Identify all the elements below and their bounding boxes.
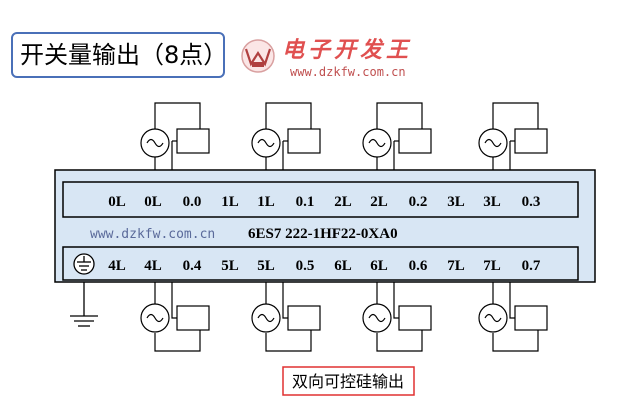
bottom-terminal-label: 5L <box>221 258 239 274</box>
bottom-terminal-label: 0.7 <box>522 258 541 274</box>
bottom-terminal-labels: 4L 4L 0.4 5L 5L 0.5 6L 6L 0.6 7L 7L 0.7 <box>108 258 541 274</box>
top-terminal-label: 0L <box>108 194 126 210</box>
load-coil-icon <box>514 305 548 331</box>
load-coil-icon <box>176 128 210 154</box>
bottom-circuit-3 <box>362 282 432 352</box>
module-watermark: www.dzkfw.com.cn <box>90 227 215 242</box>
bottom-terminal-label: 7L <box>483 258 501 274</box>
top-terminal-label: 2L <box>370 194 388 210</box>
top-circuit-1 <box>140 102 210 170</box>
top-terminal-label: 0.1 <box>296 194 315 210</box>
caption-text: 双向可控硅输出 <box>292 372 404 391</box>
top-circuit-2 <box>251 102 321 170</box>
load-coil-icon <box>514 128 548 154</box>
caption-box: 双向可控硅输出 <box>282 366 415 396</box>
load-coil-icon <box>398 305 432 331</box>
top-terminal-labels: 0L 0L 0.0 1L 1L 0.1 2L 2L 0.2 3L 3L 0.3 <box>108 194 540 210</box>
plc-module: 0L 0L 0.0 1L 1L 0.1 2L 2L 0.2 3L 3L 0.3 4L 4L 0.4 5L 5L… <box>54 169 596 283</box>
top-terminal-strip <box>62 181 579 218</box>
top-circuit-3 <box>362 102 432 170</box>
title-frame <box>11 32 225 78</box>
caption-frame <box>282 366 415 396</box>
bottom-circuit-2 <box>251 282 321 352</box>
bottom-terminal-label: 7L <box>447 258 465 274</box>
load-coil-icon <box>287 128 321 154</box>
top-terminal-label: 3L <box>447 194 465 210</box>
module-model-number: 6ES7 222-1HF22-0XA0 <box>248 226 398 242</box>
bottom-circuits <box>140 282 548 352</box>
load-coil-icon <box>398 128 432 154</box>
bottom-terminal-label: 6L <box>334 258 352 274</box>
load-coil-icon <box>176 305 210 331</box>
top-terminal-label: 2L <box>334 194 352 210</box>
bottom-circuit-1 <box>140 282 210 352</box>
bottom-terminal-label: 0.5 <box>296 258 315 274</box>
bottom-terminal-label: 4L <box>144 258 162 274</box>
bottom-terminal-strip <box>62 246 579 281</box>
top-terminal-label: 3L <box>483 194 501 210</box>
bottom-terminal-label: 5L <box>257 258 275 274</box>
external-ground <box>70 282 98 327</box>
top-circuits <box>140 102 548 170</box>
brand-logo: 电子开发王 www.dzkfw.com.cn <box>241 37 412 79</box>
bottom-terminal-label: 6L <box>370 258 388 274</box>
bottom-circuit-4 <box>478 282 548 352</box>
top-terminal-label: 0.2 <box>409 194 428 210</box>
ac-wave <box>146 138 164 148</box>
logo-url-text: www.dzkfw.com.cn <box>290 65 406 79</box>
logo-brand-text: 电子开发王 <box>282 37 412 63</box>
top-circuit-4 <box>478 102 548 170</box>
load-coil-icon <box>287 305 321 331</box>
top-terminal-label: 0L <box>144 194 162 210</box>
top-terminal-label: 1L <box>257 194 275 210</box>
title-box: 开关量输出（8点） <box>11 32 227 78</box>
bottom-terminal-label: 0.4 <box>183 258 202 274</box>
bottom-terminal-label: 4L <box>108 258 126 274</box>
ground-icon <box>73 253 95 275</box>
page-title: 开关量输出（8点） <box>20 41 227 69</box>
bottom-terminal-label: 0.6 <box>409 258 428 274</box>
top-terminal-label: 1L <box>221 194 239 210</box>
top-terminal-label: 0.0 <box>183 194 202 210</box>
top-terminal-label: 0.3 <box>522 194 541 210</box>
logo-w-icon <box>241 39 275 73</box>
